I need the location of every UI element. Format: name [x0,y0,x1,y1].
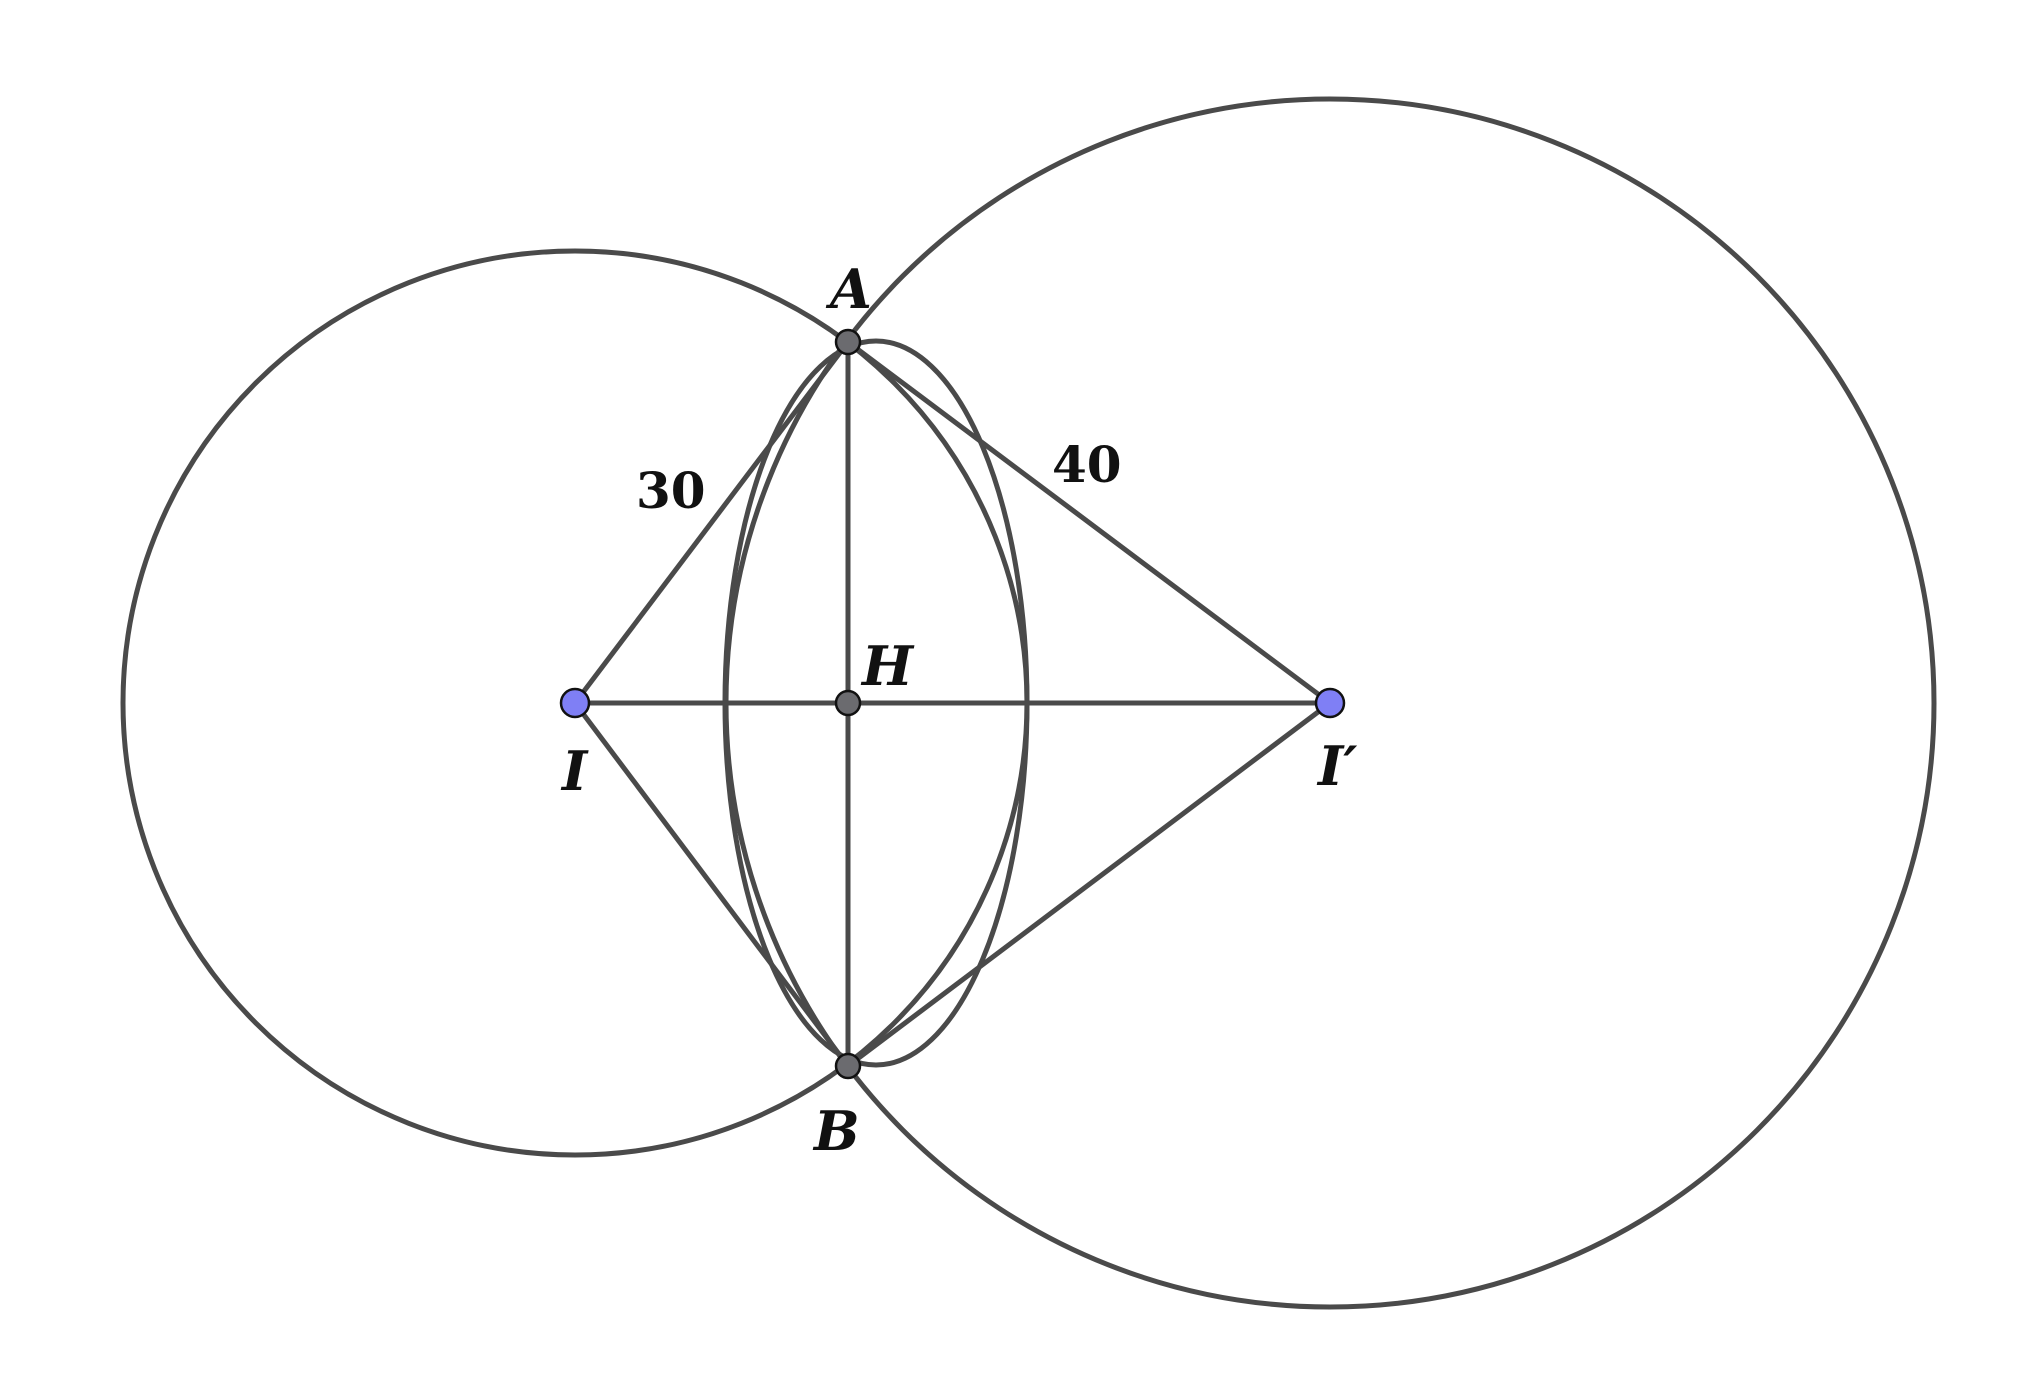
segment-BI-prime [846,701,1332,1068]
label-H: H [860,634,915,698]
point-I-prime [1314,687,1346,719]
point-I [559,687,591,719]
point-B [834,1052,862,1080]
segment-IB [573,701,850,1068]
label-A: A [825,257,872,321]
label-B: B [812,1099,860,1163]
segment-AI-prime [846,339,1332,706]
label-I-prime: I′ [1316,734,1358,798]
point-A [834,328,862,356]
segment-IA [573,340,850,705]
point-H [834,689,862,717]
label-length-IA: 30 [636,461,706,520]
label-I: I [560,739,589,803]
label-length-AI-prime: 40 [1052,435,1122,494]
